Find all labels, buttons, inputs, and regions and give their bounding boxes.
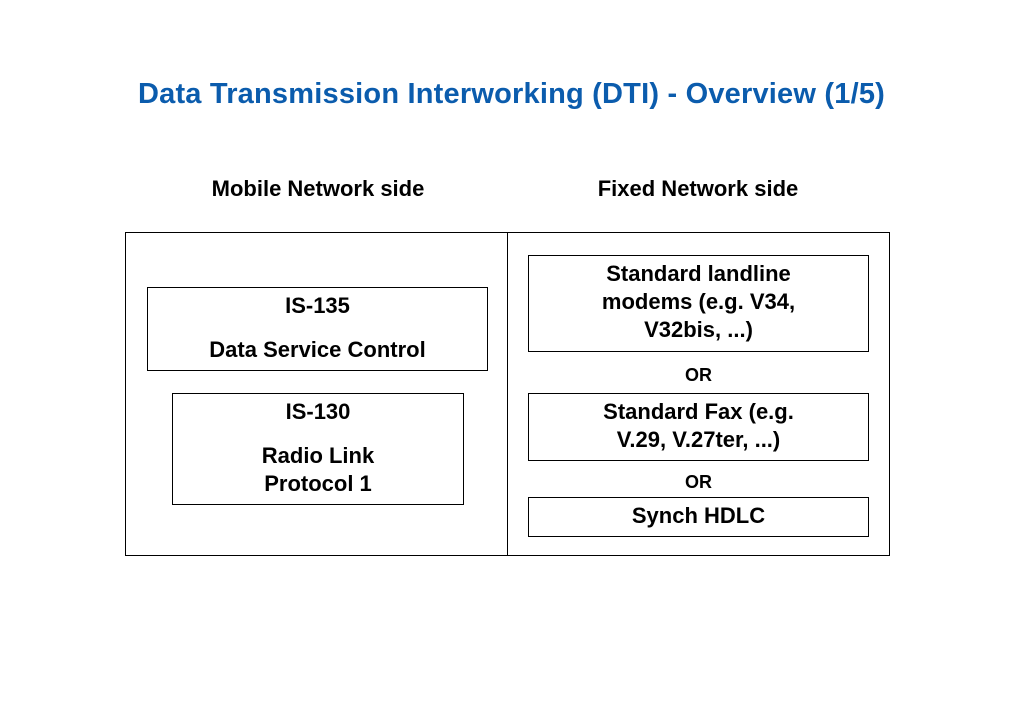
is-135-box: IS-135 Data Service Control bbox=[147, 287, 488, 371]
side-divider bbox=[507, 232, 508, 556]
is-130-box: IS-130 Radio Link Protocol 1 bbox=[172, 393, 464, 505]
standard-fax-line-2: V.29, V.27ter, ...) bbox=[616, 427, 781, 452]
fixed-network-side-heading: Fixed Network side bbox=[597, 176, 799, 201]
standard-fax-box: Standard Fax (e.g. V.29, V.27ter, ...) bbox=[528, 393, 869, 461]
or-label-1: OR bbox=[685, 365, 712, 385]
synch-hdlc-label: Synch HDLC bbox=[631, 503, 766, 528]
is-135-label: IS-135 bbox=[285, 293, 350, 318]
or-label-2: OR bbox=[685, 472, 712, 492]
mobile-network-side-heading: Mobile Network side bbox=[211, 176, 425, 201]
landline-modems-box: Standard landline modems (e.g. V34, V32b… bbox=[528, 255, 869, 352]
landline-modems-line-1: Standard landline bbox=[606, 261, 791, 286]
is-135-description: Data Service Control bbox=[209, 337, 426, 362]
synch-hdlc-box: Synch HDLC bbox=[528, 497, 869, 537]
page-title: Data Transmission Interworking (DTI) - O… bbox=[137, 78, 886, 110]
standard-fax-line-1: Standard Fax (e.g. bbox=[603, 399, 794, 424]
is-130-description-line-2: Protocol 1 bbox=[264, 471, 372, 496]
is-130-label: IS-130 bbox=[285, 399, 351, 424]
landline-modems-line-3: V32bis, ...) bbox=[644, 317, 753, 342]
is-130-description-line-1: Radio Link bbox=[261, 443, 375, 468]
landline-modems-line-2: modems (e.g. V34, bbox=[601, 289, 796, 314]
